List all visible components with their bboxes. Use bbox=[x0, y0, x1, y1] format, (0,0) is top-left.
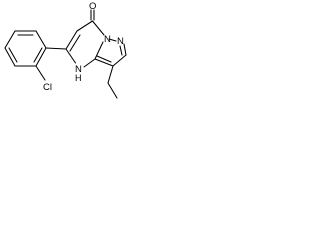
bond-c6-c5 bbox=[65, 30, 78, 50]
bond-c5-n4 bbox=[65, 48, 77, 64]
chemical-structure-diagram: O N N N H Cl bbox=[4, 1, 127, 99]
atom-label-oxygen: O bbox=[89, 1, 96, 12]
atom-label-nh-hydrogen: H bbox=[75, 73, 82, 83]
bond-c3a-n-bridge bbox=[94, 41, 104, 60]
bond-ph-3 bbox=[4, 30, 16, 49]
bond-c6-c5-double bbox=[69, 34, 81, 52]
atom-label-chlorine: Cl bbox=[43, 82, 52, 93]
atom-label-nitrogen-bridge: N bbox=[104, 34, 111, 45]
bond-layer bbox=[4, 9, 127, 99]
bond-c3-c3a-double bbox=[96, 55, 112, 63]
bond-n2-c2 bbox=[123, 43, 127, 56]
bond-ph-double-2 bbox=[8, 47, 18, 63]
atom-label-layer: O N N N H Cl bbox=[43, 1, 124, 93]
bond-ph-double-3 bbox=[33, 47, 43, 63]
bond-c7-n-bridge bbox=[91, 20, 105, 36]
bond-ethyl-2 bbox=[107, 82, 118, 99]
bond-c3-c3a bbox=[94, 58, 114, 67]
bond-ph-cl bbox=[35, 65, 46, 81]
structure-canvas: O N N N H Cl bbox=[0, 0, 132, 103]
bond-ph-1 bbox=[35, 30, 47, 49]
bond-ph-6 bbox=[35, 47, 47, 67]
bond-n-bridge-n2 bbox=[108, 38, 117, 42]
bond-c2-c3 bbox=[112, 54, 127, 67]
atom-label-nitrogen-pyrazole: N bbox=[117, 36, 124, 47]
atom-label-nh-nitrogen: N bbox=[75, 64, 82, 75]
bond-c5-phenyl bbox=[45, 47, 67, 50]
bond-ethyl-1 bbox=[107, 65, 114, 84]
bond-n4-c3a bbox=[83, 58, 96, 68]
bond-c7-c6 bbox=[76, 20, 94, 32]
bond-n2-c2-double bbox=[119, 45, 123, 56]
bond-ph-4 bbox=[4, 47, 16, 67]
